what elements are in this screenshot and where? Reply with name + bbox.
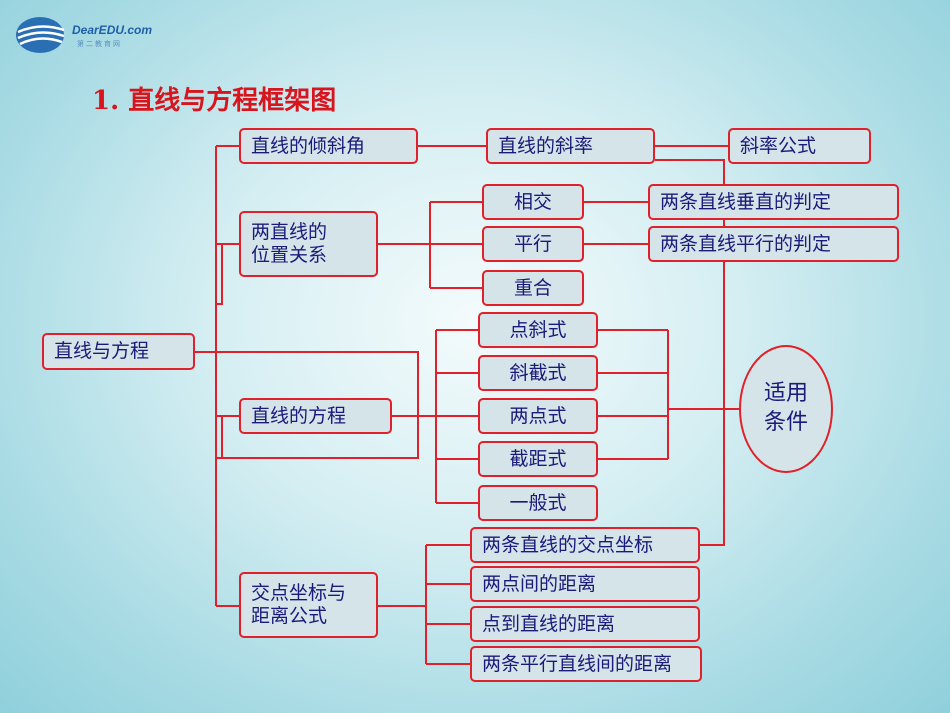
node-two-point-distance-label: 两点间的距离: [482, 572, 597, 595]
node-equation: 直线的方程: [239, 398, 392, 434]
node-slope-label: 直线的斜率: [498, 134, 594, 157]
node-parallel-label: 平行: [513, 232, 552, 255]
node-point-line-distance: 点到直线的距离: [470, 606, 700, 642]
logo-subtitle: 第二教育网: [77, 40, 122, 48]
node-coord-distance-line1: 交点坐标与: [251, 582, 347, 605]
node-incline-angle: 直线的倾斜角: [239, 128, 418, 164]
node-position-relation: 两直线的 位置关系: [239, 211, 378, 277]
node-incline-angle-label: 直线的倾斜角: [251, 134, 366, 157]
node-slope-intercept-label: 斜截式: [509, 361, 567, 384]
node-equation-label: 直线的方程: [251, 404, 347, 427]
node-root: 直线与方程: [42, 333, 195, 370]
node-position-relation-line2: 位置关系: [251, 244, 328, 266]
node-intercept-label: 截距式: [509, 447, 567, 470]
node-perpendicular-criterion-label: 两条直线垂直的判定: [660, 190, 832, 213]
node-two-point-label: 两点式: [509, 404, 567, 427]
node-root-label: 直线与方程: [54, 340, 150, 363]
logo-globe-icon: [16, 17, 65, 53]
node-parallel-criterion-label: 两条直线平行的判定: [660, 232, 832, 255]
page-title: 1. 直线与方程框架图: [92, 86, 337, 116]
node-point-slope: 点斜式: [478, 312, 598, 348]
node-position-relation-line1: 两直线的: [251, 221, 328, 244]
logo: DearEDU.com 第二教育网: [14, 14, 153, 56]
node-two-point-distance: 两点间的距离: [470, 566, 700, 602]
node-intersection-coordinate: 两条直线的交点坐标: [470, 527, 700, 563]
logo-text: DearEDU.com: [72, 23, 153, 37]
node-general-label: 一般式: [509, 491, 567, 514]
node-slope-intercept: 斜截式: [478, 355, 598, 391]
node-slope-formula: 斜率公式: [728, 128, 871, 164]
node-applicable-conditions: 适用 条件: [739, 345, 833, 473]
node-coord-distance-line2: 距离公式: [251, 605, 328, 627]
node-intersection-coordinate-label: 两条直线的交点坐标: [482, 533, 654, 556]
node-applicable-line2: 条件: [763, 410, 808, 435]
node-point-line-distance-label: 点到直线的距离: [482, 612, 616, 635]
node-parallel: 平行: [482, 226, 584, 262]
node-intercept: 截距式: [478, 441, 598, 477]
node-perpendicular-criterion: 两条直线垂直的判定: [648, 184, 899, 220]
node-point-slope-label: 点斜式: [509, 318, 567, 341]
node-intersect: 相交: [482, 184, 584, 220]
node-applicable-line1: 适用: [763, 381, 808, 407]
node-general: 一般式: [478, 485, 598, 521]
node-coord-distance: 交点坐标与 距离公式: [239, 572, 378, 638]
node-parallel-lines-distance: 两条平行直线间的距离: [470, 646, 702, 682]
node-coincide: 重合: [482, 270, 584, 306]
node-intersect-label: 相交: [513, 190, 552, 213]
node-two-point: 两点式: [478, 398, 598, 434]
node-parallel-lines-distance-label: 两条平行直线间的距离: [482, 652, 673, 675]
node-slope-formula-label: 斜率公式: [740, 134, 817, 157]
node-slope: 直线的斜率: [486, 128, 655, 164]
node-coincide-label: 重合: [513, 276, 552, 299]
node-parallel-criterion: 两条直线平行的判定: [648, 226, 899, 262]
